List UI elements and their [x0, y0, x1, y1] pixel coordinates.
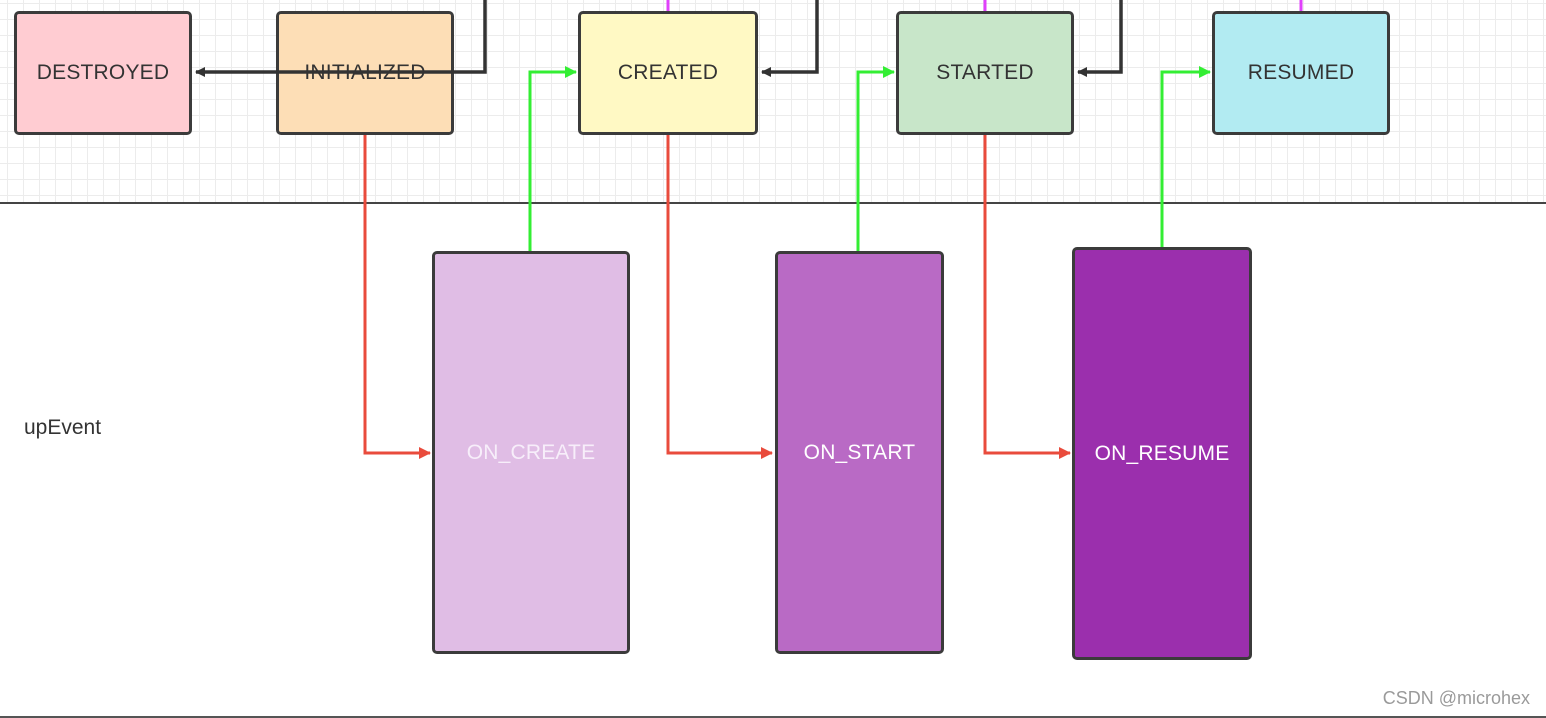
down-arrow-to-started	[1077, 0, 1123, 77]
event-on-create: ON_CREATE	[432, 251, 630, 654]
event-label: ON_CREATE	[466, 440, 596, 464]
arrow-initialized-to-on-create	[363, 134, 431, 459]
arrow-on-resume-to-resumed	[1160, 66, 1211, 248]
event-label: ON_START	[803, 440, 916, 464]
watermark: CSDN @microhex	[1382, 688, 1530, 708]
overlay-connector-layer	[276, 70, 454, 74]
state-label: RESUMED	[1247, 61, 1355, 84]
lane-label: upEvent	[24, 416, 102, 439]
state-label: CREATED	[617, 61, 719, 84]
arrow-on-start-to-started	[856, 66, 895, 252]
event-on-resume: ON_RESUME	[1072, 247, 1252, 660]
state-created: CREATED	[578, 11, 758, 135]
state-resumed: RESUMED	[1212, 11, 1390, 135]
event-on-start: ON_START	[775, 251, 944, 654]
down-arrow-to-created	[761, 0, 819, 77]
lane-divider	[0, 202, 1546, 204]
state-destroyed: DESTROYED	[14, 11, 192, 135]
state-started: STARTED	[896, 11, 1074, 135]
arrow-started-to-on-resume	[983, 134, 1071, 459]
arrow-on-create-to-created	[528, 66, 577, 252]
arrow-created-to-on-start	[666, 134, 773, 459]
state-label: DESTROYED	[36, 61, 170, 84]
event-label: ON_RESUME	[1094, 441, 1230, 465]
state-label: STARTED	[936, 61, 1034, 84]
bottom-border	[0, 716, 1546, 718]
